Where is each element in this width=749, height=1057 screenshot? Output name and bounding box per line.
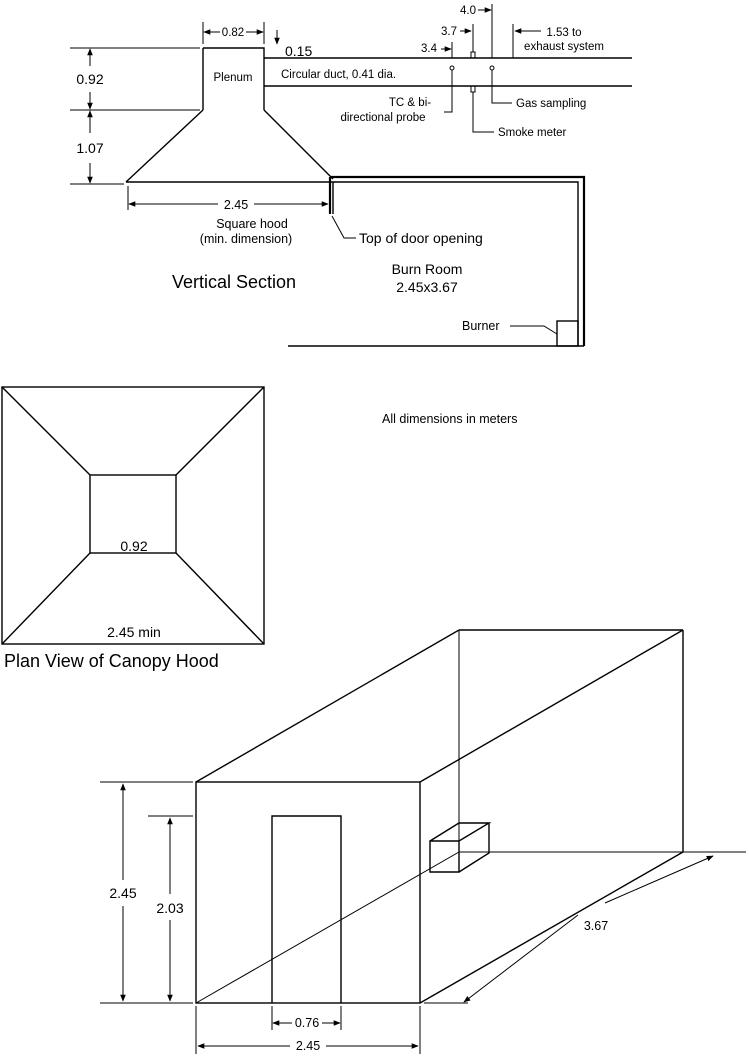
plan-inner-square xyxy=(89,474,177,554)
burner-box xyxy=(556,320,579,347)
exhaust-label-line2: exhaust system xyxy=(524,41,604,53)
dim-door-width: 0.76 xyxy=(295,1016,319,1030)
tc-probe-label-line1: TC & bi- xyxy=(389,97,431,109)
burner-3d-box xyxy=(429,822,492,873)
room-bottom-edge-left-hidden xyxy=(195,851,460,1004)
dim-plenum-height: 0.92 xyxy=(76,71,103,87)
units-note: All dimensions in meters xyxy=(382,412,517,426)
burn-room-inner-ceiling xyxy=(333,181,579,346)
room-top-edge-left xyxy=(195,629,460,783)
room-front-face xyxy=(195,781,421,1004)
vertical-section: 0.82 0.15 0.92 1.07 Plenum Circular duct… xyxy=(70,4,632,347)
plan-diagonal-bl xyxy=(1,552,91,645)
dim-gap: 0.15 xyxy=(285,43,312,59)
hood-cone xyxy=(125,109,334,183)
dim-depth: 3.67 xyxy=(584,919,608,933)
plan-diagonal-br xyxy=(175,552,265,645)
dim-hood-height: 1.07 xyxy=(76,140,103,156)
vertical-section-title: Vertical Section xyxy=(172,272,296,292)
plan-diagonal-tl xyxy=(1,386,91,476)
dim-4-0: 4.0 xyxy=(460,5,476,17)
dim-hood-width: 2.45 xyxy=(224,198,248,212)
dim-door-height: 2.03 xyxy=(156,900,183,916)
tc-probe-leader xyxy=(444,70,453,113)
room-3d: 2.45 2.03 3.67 0.76 2.45 xyxy=(100,629,746,1054)
plan-outer-dimension: 2.45 min xyxy=(107,624,161,640)
plenum-label: Plenum xyxy=(214,72,253,84)
dim-depth-line-lower xyxy=(463,914,579,1003)
dim-depth-line-upper xyxy=(604,855,714,904)
gas-sampling-label: Gas sampling xyxy=(516,98,586,110)
dim-room-height: 2.45 xyxy=(109,885,136,901)
burn-room-ceiling xyxy=(330,175,586,346)
burner-leader xyxy=(510,325,558,335)
hood-label-line1: Square hood xyxy=(216,217,288,231)
duct-label: Circular duct, 0.41 dia. xyxy=(281,69,396,81)
smoke-meter-label: Smoke meter xyxy=(498,127,567,139)
plan-inner-dimension: 0.92 xyxy=(120,538,147,554)
burner-label: Burner xyxy=(462,319,500,333)
dim-3-7: 3.7 xyxy=(441,26,457,38)
plan-view-title: Plan View of Canopy Hood xyxy=(4,651,219,671)
plan-view: 0.92 2.45 min Plan View of Canopy Hood xyxy=(1,386,265,671)
dim-room-width: 2.45 xyxy=(296,1039,320,1053)
dim-plenum-width: 0.82 xyxy=(222,27,244,39)
room-bottom-edge-right xyxy=(419,851,684,1004)
gas-sampling-leader xyxy=(491,70,512,104)
plan-outer-square xyxy=(1,386,265,645)
burn-room-label-line2: 2.45x3.67 xyxy=(396,279,458,295)
tc-probe-label-line2: directional probe xyxy=(340,112,425,124)
tc-probe-marker xyxy=(449,65,455,71)
exhaust-label-line1: 1.53 to xyxy=(546,27,581,39)
dim-3-4: 3.4 xyxy=(421,43,438,55)
door-top-label: Top of door opening xyxy=(359,230,483,246)
smoke-meter-top-marker xyxy=(470,51,476,59)
burn-room-label-line1: Burn Room xyxy=(392,261,463,277)
door-opening xyxy=(271,815,342,1003)
gas-sampling-marker xyxy=(489,65,495,71)
smoke-meter-leader xyxy=(472,92,494,133)
door-top-leader xyxy=(331,215,356,239)
hood-label-line2: (min. dimension) xyxy=(200,232,292,246)
smoke-meter-bottom-marker xyxy=(470,85,476,93)
room-top-edge-right xyxy=(419,629,684,783)
plenum-box xyxy=(202,47,265,110)
plan-diagonal-tr xyxy=(175,386,265,476)
